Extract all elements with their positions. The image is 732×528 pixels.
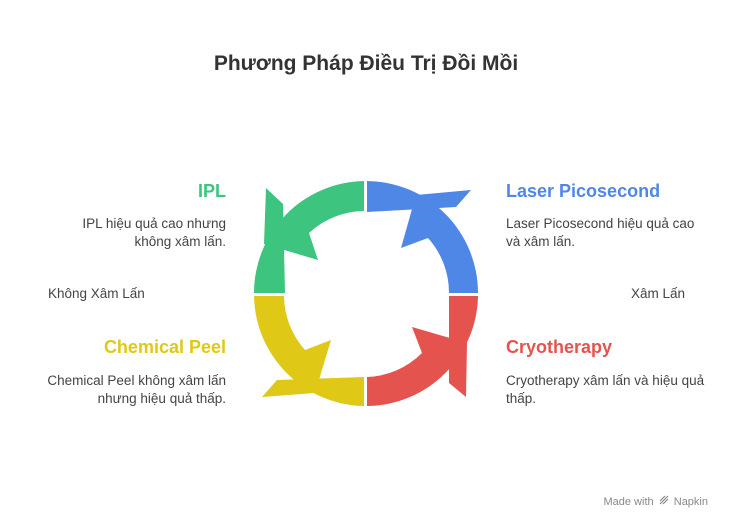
invasive-label: Xâm Lấn (630, 286, 685, 301)
laser-picosecond-description: Laser Picosecond hiệu quả cao và xâm lấn… (506, 216, 695, 249)
made-with-label: Made with (603, 496, 654, 508)
chemical-peel-description: Chemical Peel không xâm lấn nhưng hiệu q… (47, 373, 226, 406)
cryotherapy-title: Cryotherapy (506, 337, 613, 357)
chemical-peel-segment (254, 296, 364, 406)
napkin-logo-icon (659, 495, 669, 508)
laser-picosecond-segment (367, 181, 478, 293)
chemical-peel-title: Chemical Peel (103, 337, 226, 357)
napkin-brand-label: Napkin (673, 496, 708, 508)
ipl-description: IPL hiệu quả cao nhưng không xâm lấn. (82, 216, 226, 249)
laser-picosecond-title: Laser Picosecond (506, 181, 661, 201)
made-with-napkin-watermark: Made with Napkin (603, 495, 708, 508)
cryotherapy-segment (367, 296, 478, 406)
cryotherapy-description: Cryotherapy xâm lấn và hiệu quả thấp. (506, 373, 705, 406)
diagram-title: Phương Pháp Điều Trị Đồi Mồi (213, 52, 519, 75)
ipl-title: IPL (197, 181, 226, 201)
ipl-segment (253, 181, 364, 293)
non-invasive-label: Không Xâm Lấn (48, 286, 145, 301)
